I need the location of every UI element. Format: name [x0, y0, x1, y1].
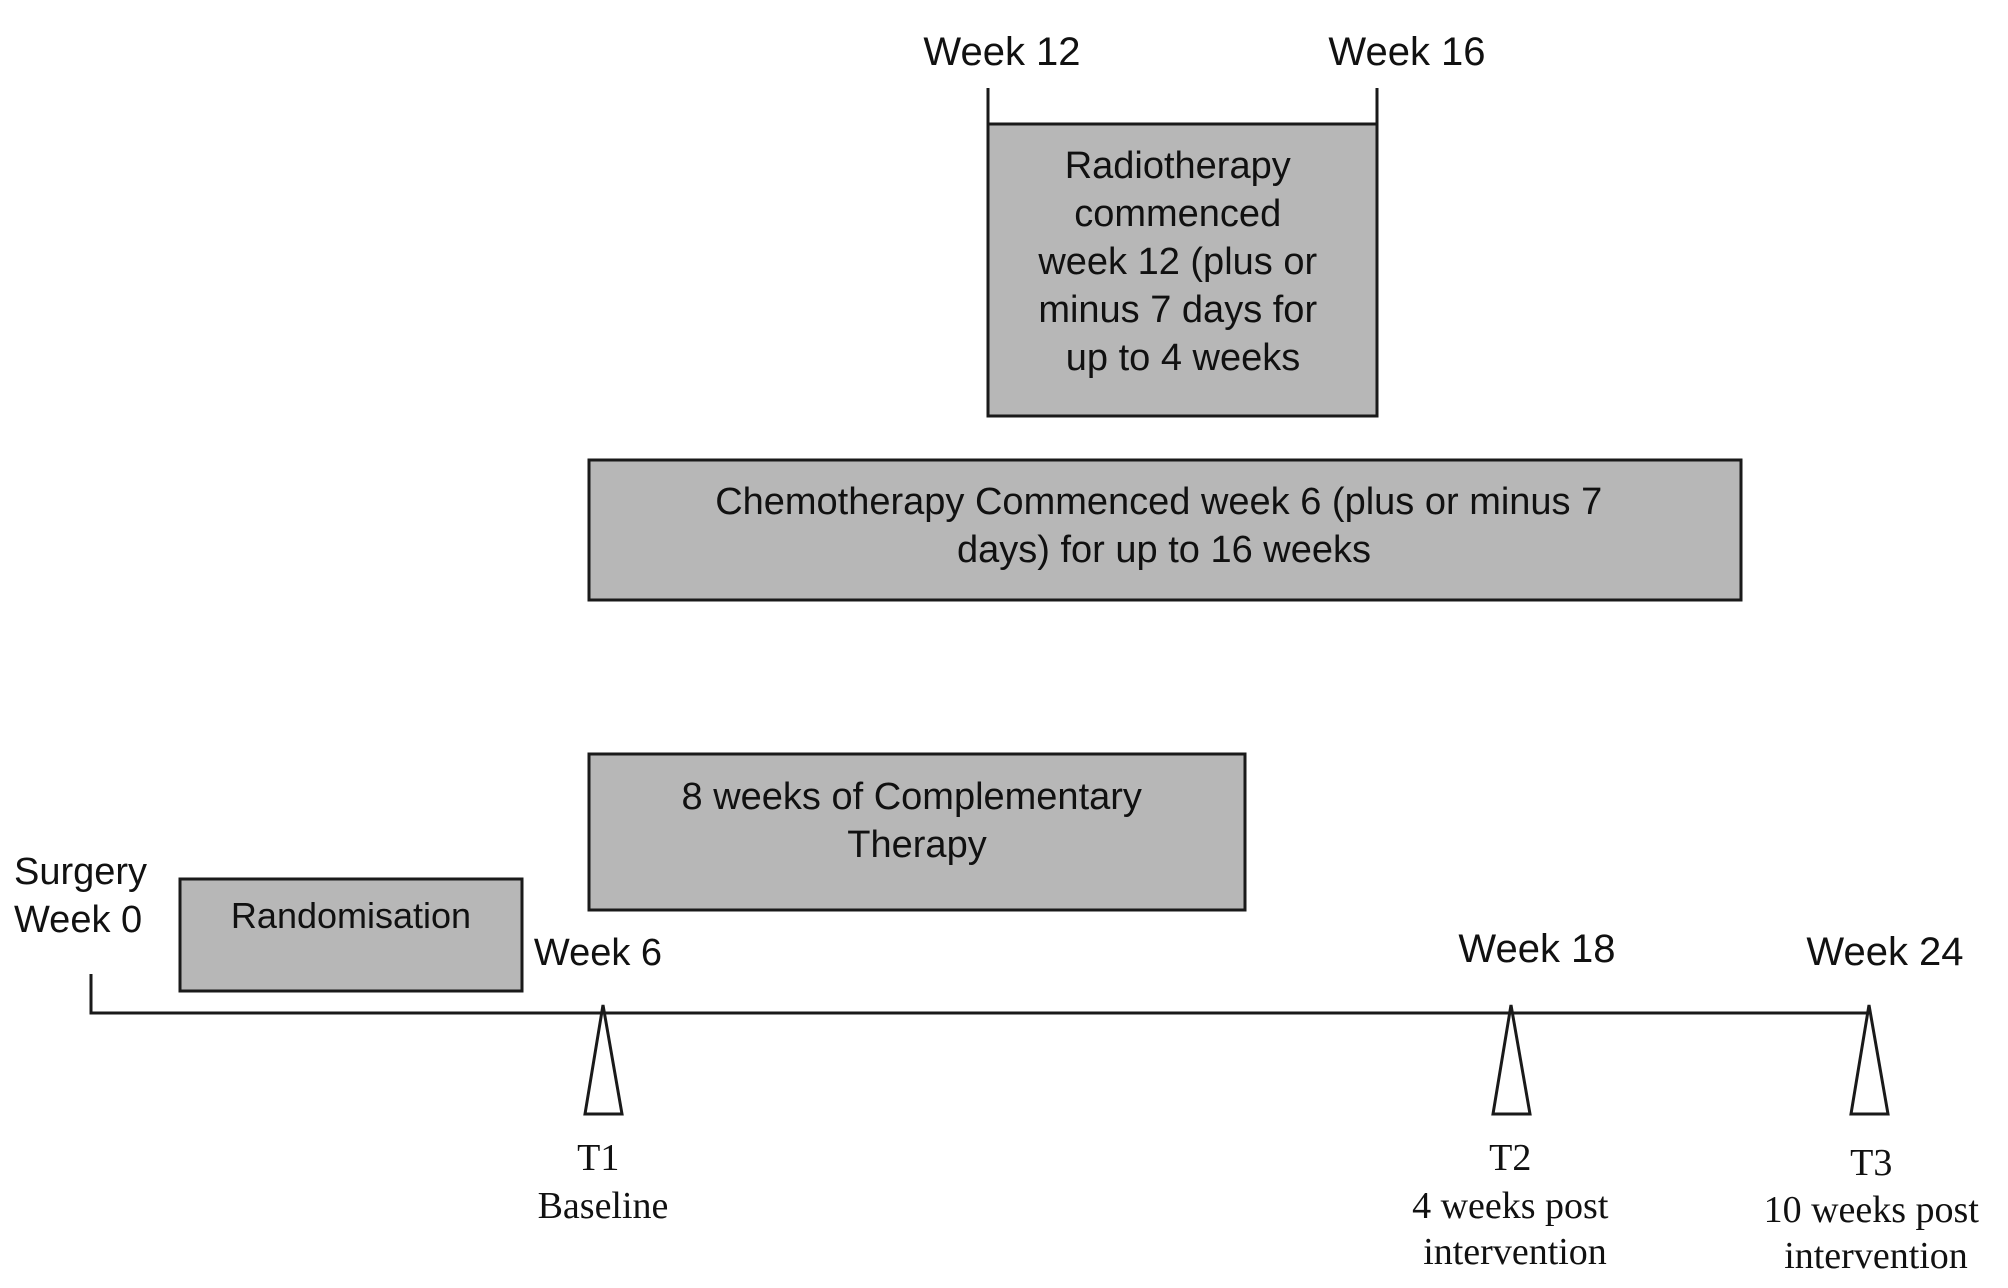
radiotherapy-line-3: week 12 (plus or: [1037, 241, 1317, 283]
timeline-axis: [89, 974, 1870, 1015]
t3-label: T3 10 weeks post intervention: [1764, 1142, 1989, 1277]
randomisation-box: Randomisation: [178, 877, 524, 993]
t3-description-line-2: intervention: [1784, 1235, 1968, 1277]
radiotherapy-bracket: [986, 88, 1379, 126]
t1-title: T1: [577, 1137, 619, 1179]
complementary-therapy-box: 8 weeks of Complementary Therapy: [587, 752, 1247, 912]
chemotherapy-line-2: days) for up to 16 weeks: [957, 529, 1371, 571]
t2-description-line-1: 4 weeks post: [1412, 1185, 1609, 1227]
week0-label: Week 0: [14, 899, 142, 941]
t2-title: T2: [1489, 1137, 1531, 1179]
week18-label: Week 18: [1458, 927, 1615, 971]
t2-label: T2 4 weeks post intervention: [1412, 1137, 1618, 1273]
randomisation-text: Randomisation: [231, 895, 471, 936]
chemotherapy-box: Chemotherapy Commenced week 6 (plus or m…: [587, 458, 1743, 602]
t3-marker-icon: [1849, 1004, 1890, 1116]
complementary-line-1: 8 weeks of Complementary: [682, 776, 1142, 818]
radiotherapy-line-4: minus 7 days for: [1038, 289, 1317, 331]
t1-label: T1 Baseline: [538, 1137, 669, 1227]
radiotherapy-line-2: commenced: [1074, 193, 1281, 235]
radiotherapy-line-1: Radiotherapy: [1065, 145, 1291, 187]
randomisation-label: Randomisation: [231, 895, 471, 936]
surgery-label: Surgery: [14, 851, 147, 893]
t3-title: T3: [1850, 1142, 1892, 1184]
t1-marker-icon: [583, 1004, 624, 1116]
t2-description-line-2: intervention: [1423, 1231, 1607, 1273]
chemotherapy-line-1: Chemotherapy Commenced week 6 (plus or m…: [715, 481, 1602, 523]
t2-marker-icon: [1491, 1004, 1532, 1116]
t3-description-line-1: 10 weeks post: [1764, 1189, 1980, 1231]
week24-label: Week 24: [1806, 930, 1963, 974]
surgery-week0-label: Surgery Week 0: [14, 851, 158, 941]
complementary-line-2: Therapy: [847, 824, 986, 866]
radiotherapy-text: Radiotherapy commenced week 12 (plus or …: [1037, 145, 1327, 379]
week6-label: Week 6: [534, 932, 662, 974]
week12-label: Week 12: [923, 30, 1080, 74]
radiotherapy-box: Radiotherapy commenced week 12 (plus or …: [986, 122, 1379, 418]
t1-description: Baseline: [538, 1185, 669, 1227]
week16-label: Week 16: [1328, 30, 1485, 74]
complementary-therapy-text: 8 weeks of Complementary Therapy: [682, 776, 1153, 866]
chemotherapy-text: Chemotherapy Commenced week 6 (plus or m…: [715, 481, 1613, 571]
radiotherapy-line-5: up to 4 weeks: [1066, 337, 1300, 379]
